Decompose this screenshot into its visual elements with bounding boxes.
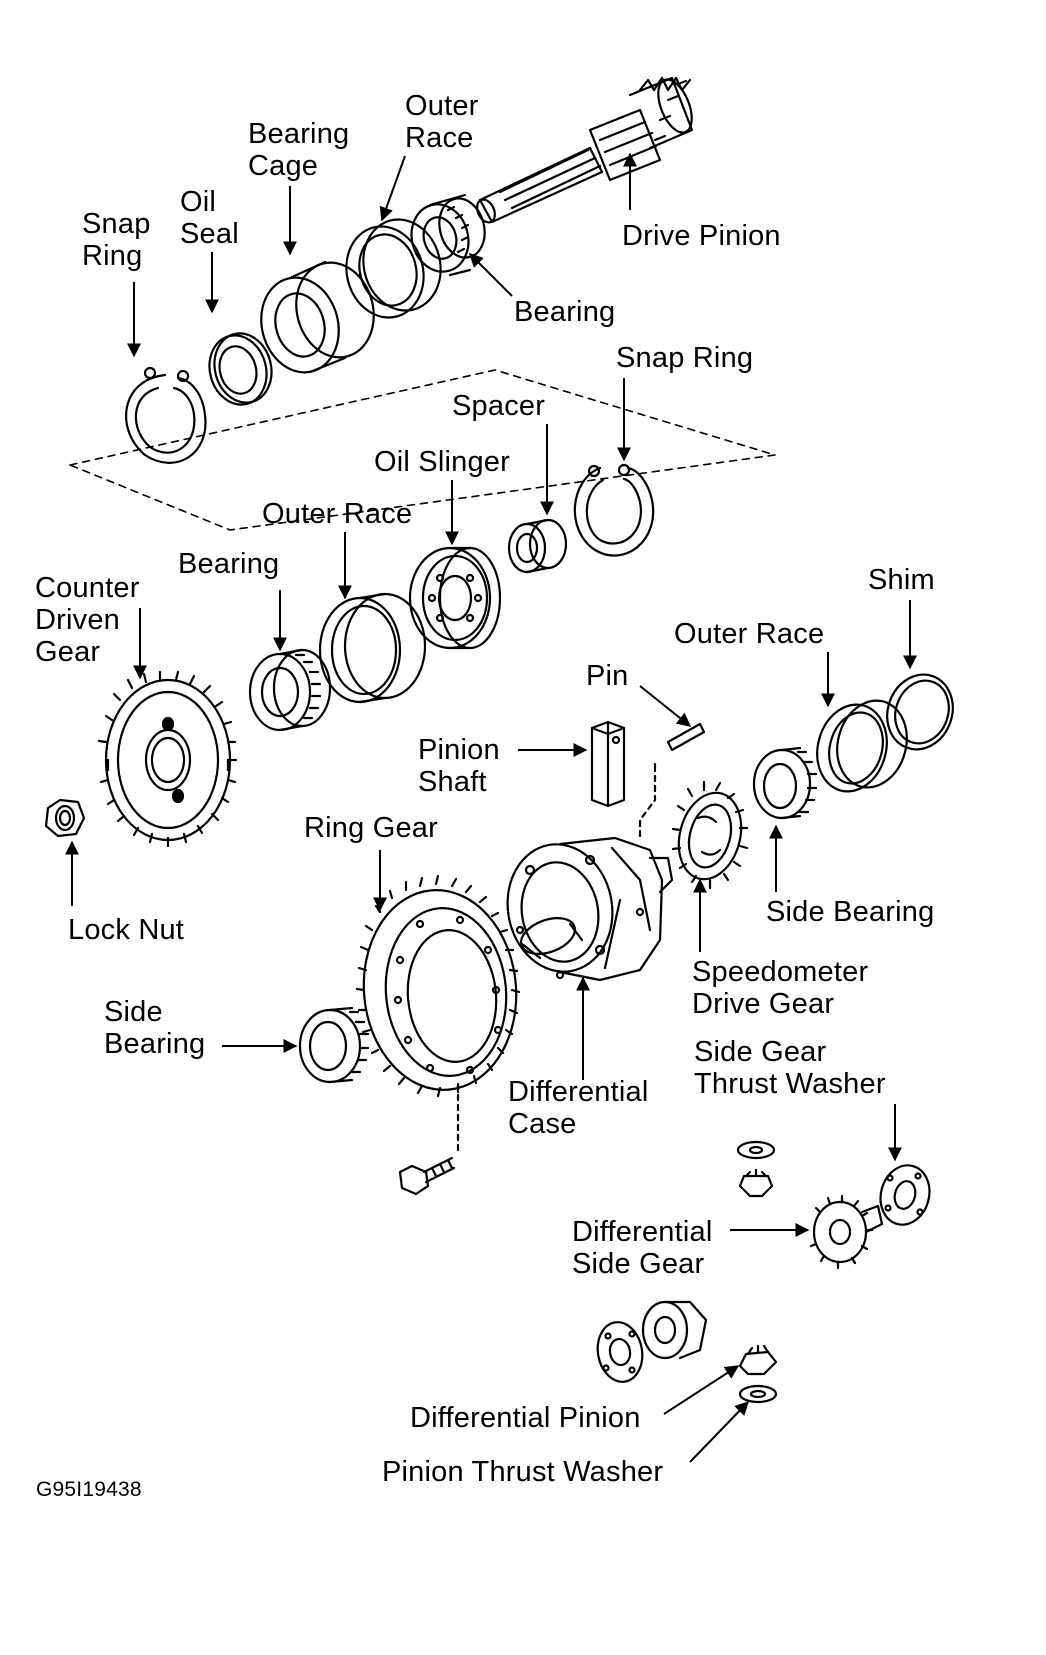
arrow-pin bbox=[639, 685, 692, 727]
assembly-outline-dashed bbox=[69, 369, 776, 531]
label-drive-pinion: Drive Pinion bbox=[622, 220, 781, 252]
shim-part bbox=[886, 673, 954, 751]
speedometer-drive-gear-part bbox=[671, 780, 749, 890]
side-bearing-left-part bbox=[298, 1006, 370, 1084]
lower-side-gear-washer-part bbox=[596, 1300, 708, 1383]
label-bearing-middle: Bearing bbox=[178, 548, 280, 580]
outer-race-right-part bbox=[816, 699, 908, 793]
outer-race-middle-part bbox=[318, 592, 427, 704]
oil-seal-part bbox=[208, 332, 273, 406]
pinion-thrust-washer-part bbox=[738, 1384, 778, 1404]
spacer-part bbox=[507, 518, 568, 574]
drive-pinion-part bbox=[476, 76, 694, 224]
differential-side-gear-part bbox=[809, 1194, 884, 1270]
label-lock-nut: Lock Nut bbox=[68, 914, 185, 946]
pin-part bbox=[653, 722, 706, 770]
label-pinion-thrust-washer: Pinion Thrust Washer bbox=[382, 1456, 664, 1488]
pinion-shaft-part bbox=[590, 720, 657, 838]
snap-ring-middle-part bbox=[573, 463, 655, 557]
leader-arrows bbox=[65, 152, 917, 1463]
label-shim: Shim bbox=[868, 564, 935, 596]
arrow-bearing-top bbox=[469, 253, 513, 297]
label-spacer: Spacer bbox=[452, 390, 546, 422]
label-outer-race-right: Outer Race bbox=[674, 618, 825, 650]
arrow-differential-pinion bbox=[663, 1365, 740, 1415]
bearing-middle-part bbox=[248, 648, 332, 732]
small-pinion-washer-upper-part bbox=[736, 1140, 776, 1198]
label-oil-slinger: Oil Slinger bbox=[374, 446, 510, 478]
ring-gear-part bbox=[355, 874, 521, 1098]
side-bearing-right-part bbox=[752, 746, 818, 820]
arrow-pinion-thrust-washer bbox=[689, 1400, 749, 1463]
label-outer-race-middle: Outer Race bbox=[262, 498, 413, 530]
label-bearing-top: Bearing bbox=[514, 296, 616, 328]
snap-ring-top-part bbox=[124, 366, 207, 464]
differential-case-part bbox=[506, 836, 674, 982]
label-side-bearing-right: Side Bearing bbox=[766, 896, 935, 928]
side-gear-thrust-washer-part bbox=[879, 1164, 931, 1226]
counter-driven-gear-part bbox=[97, 670, 238, 848]
label-pin: Pin bbox=[586, 660, 629, 692]
bearing-top-part bbox=[410, 193, 486, 277]
label-ring-gear: Ring Gear bbox=[304, 812, 438, 844]
differential-pinion-part bbox=[738, 1344, 778, 1376]
bolt-part bbox=[398, 1083, 460, 1196]
bearing-cage-part bbox=[260, 260, 375, 374]
arrow-outer-race-top bbox=[379, 155, 406, 222]
oil-slinger-part bbox=[408, 546, 502, 650]
label-snap-ring-middle: Snap Ring bbox=[616, 342, 754, 374]
label-differential-pinion: Differential Pinion bbox=[410, 1402, 641, 1434]
figure-code: G95I19438 bbox=[36, 1478, 142, 1501]
lock-nut-part bbox=[44, 798, 86, 838]
outer-race-top-part bbox=[345, 218, 442, 319]
